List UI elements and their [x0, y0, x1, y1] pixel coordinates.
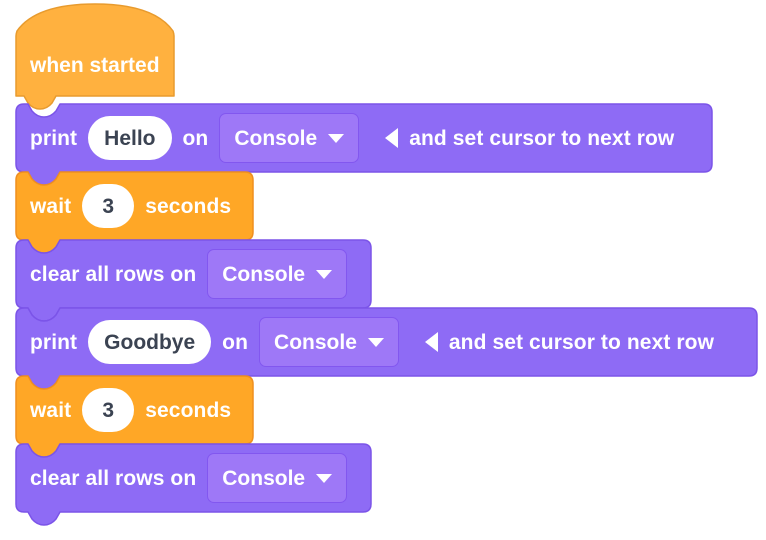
- block-print-hello[interactable]: print Hello on Console and set cursor to…: [16, 104, 712, 172]
- print-goodbye-target-dropdown[interactable]: Console: [259, 317, 399, 367]
- print-hello-target-dropdown[interactable]: Console: [219, 113, 360, 163]
- wait-1-duration-field[interactable]: 3: [82, 184, 135, 228]
- clear-rows-2-target-dropdown[interactable]: Console: [207, 453, 348, 503]
- triangle-left-icon[interactable]: [424, 332, 438, 352]
- wait-2-tail-label: seconds: [145, 398, 232, 422]
- wait-2-lead-label: wait: [30, 398, 72, 422]
- clear-rows-2-target-label: Console: [222, 466, 306, 490]
- chevron-down-icon: [316, 269, 333, 279]
- print-goodbye-target-label: Console: [274, 330, 357, 354]
- print-goodbye-mid-label: on: [222, 330, 249, 354]
- print-hello-lead-label: print: [30, 126, 78, 150]
- when-started-label: when started: [30, 54, 160, 77]
- chevron-down-icon: [316, 473, 333, 483]
- print-goodbye-lead-label: print: [30, 330, 78, 354]
- triangle-left-icon[interactable]: [385, 128, 399, 148]
- block-print-goodbye[interactable]: print Goodbye on Console and set cursor …: [16, 308, 757, 376]
- block-when-started[interactable]: when started: [16, 36, 174, 96]
- clear-rows-1-target-label: Console: [222, 262, 306, 286]
- clear-rows-2-lead-label: clear all rows on: [30, 466, 197, 490]
- wait-2-duration-field[interactable]: 3: [82, 388, 135, 432]
- wait-1-lead-label: wait: [30, 194, 72, 218]
- wait-1-tail-label: seconds: [145, 194, 232, 218]
- print-hello-mid-label: on: [182, 126, 209, 150]
- print-goodbye-tail-label: and set cursor to next row: [448, 330, 715, 354]
- chevron-down-icon: [367, 337, 384, 347]
- print-hello-text-field[interactable]: Hello: [88, 116, 172, 160]
- print-hello-tail-label: and set cursor to next row: [409, 126, 675, 150]
- block-clear-rows-2[interactable]: clear all rows on Console: [16, 444, 371, 512]
- block-wait-1[interactable]: wait 3 seconds: [16, 172, 253, 240]
- print-hello-target-label: Console: [234, 126, 318, 150]
- clear-rows-1-lead-label: clear all rows on: [30, 262, 197, 286]
- print-goodbye-text-field[interactable]: Goodbye: [88, 320, 212, 364]
- block-clear-rows-1[interactable]: clear all rows on Console: [16, 240, 371, 308]
- chevron-down-icon: [328, 133, 345, 143]
- block-wait-2[interactable]: wait 3 seconds: [16, 376, 253, 444]
- clear-rows-1-target-dropdown[interactable]: Console: [207, 249, 348, 299]
